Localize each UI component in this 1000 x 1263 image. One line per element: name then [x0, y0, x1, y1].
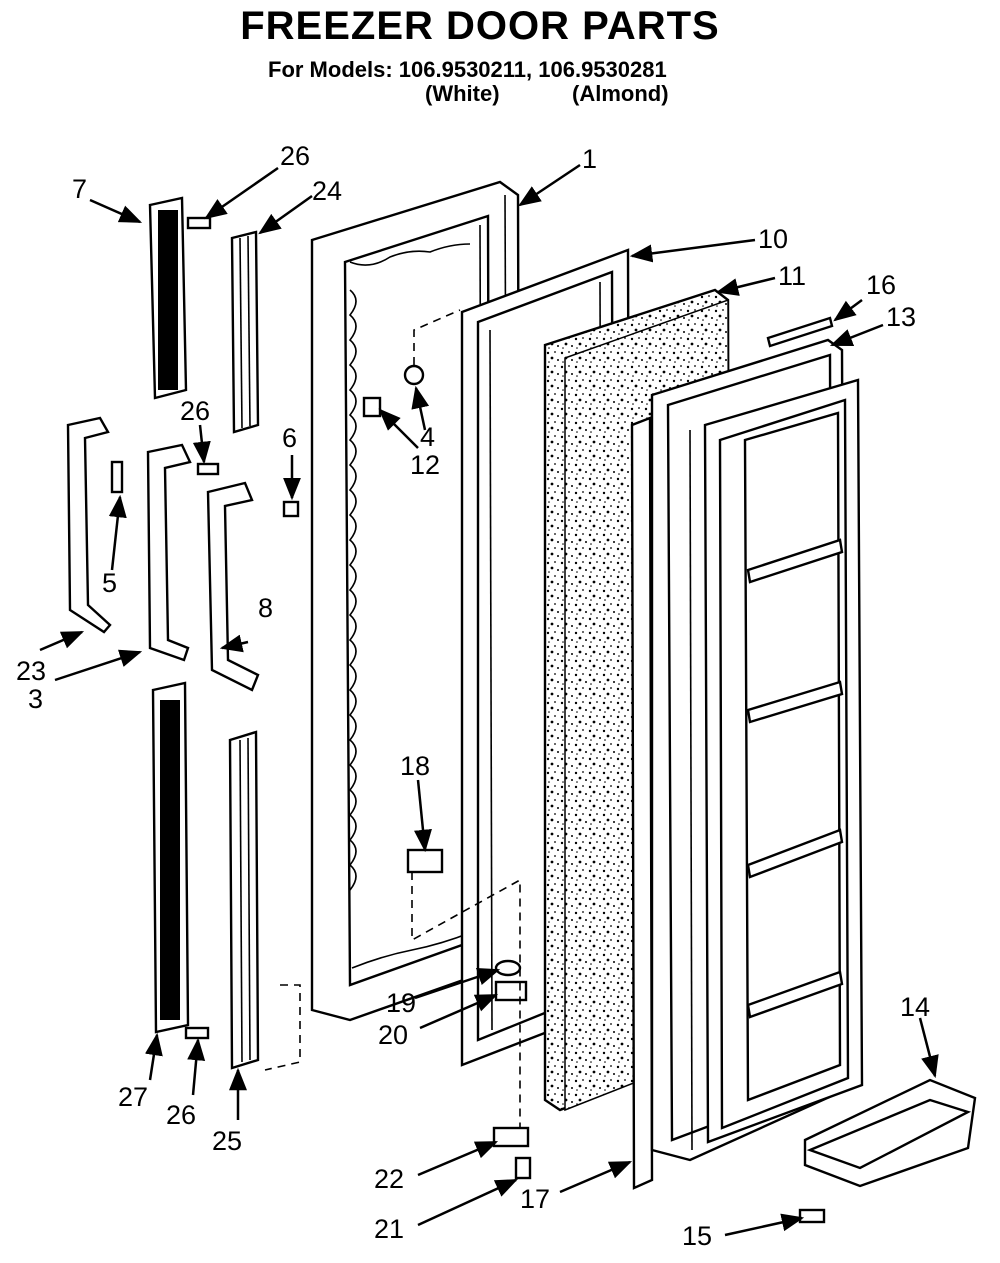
callout-23: 23: [16, 656, 46, 686]
callout-7: 7: [72, 174, 87, 204]
screw-26-lower: [184, 1026, 210, 1040]
callout-27: 27: [118, 1082, 148, 1112]
lower-strip-part: [228, 730, 260, 1070]
color-almond-label: (Almond): [572, 81, 669, 106]
callout-10: 10: [758, 224, 788, 254]
callout-25: 25: [212, 1126, 242, 1156]
part-12-clip: [362, 396, 382, 418]
breaker-strip-part: [630, 416, 654, 1190]
callout-26-middle: 26: [180, 396, 210, 426]
door-shelf-liner-part: [650, 338, 864, 1162]
callout-21: 21: [374, 1214, 404, 1244]
screw-26-middle: [196, 462, 220, 476]
callout-4: 4: [420, 422, 435, 452]
handle-part-8: [206, 481, 260, 692]
callout-11: 11: [778, 261, 806, 291]
callout-26-lower: 26: [166, 1100, 196, 1130]
diagram-title: FREEZER DOOR PARTS: [240, 4, 720, 48]
part-4-plug: [403, 364, 425, 386]
upper-strip-part: [230, 230, 260, 434]
callout-6: 6: [282, 423, 297, 453]
callout-1: 1: [582, 144, 597, 174]
callout-8: 8: [258, 593, 273, 623]
part-5-clip: [110, 460, 124, 494]
handle-part: [146, 443, 192, 662]
lower-trim-part: [151, 681, 190, 1034]
part-6-clip: [282, 500, 300, 518]
color-white-label: (White): [425, 81, 500, 106]
callout-13: 13: [886, 302, 916, 332]
screw-26-upper: [186, 216, 212, 230]
callout-14: 14: [900, 992, 930, 1022]
bottom-bin-part: [803, 1078, 977, 1188]
part-20-bushing: [494, 980, 528, 1002]
callout-19: 19: [386, 988, 416, 1018]
models-line: For Models: 106.9530211, 106.9530281: [268, 57, 667, 82]
callout-15: 15: [682, 1221, 712, 1251]
callout-17: 17: [520, 1184, 550, 1214]
callout-12: 12: [410, 450, 440, 480]
callout-26-upper: 26: [280, 141, 310, 171]
part-22-hinge-plate: [492, 1126, 530, 1148]
callout-5: 5: [102, 568, 117, 598]
part-15-screw: [798, 1208, 826, 1224]
part-21-screw: [514, 1156, 532, 1180]
handle-bracket-part: [66, 416, 112, 634]
upper-trim-part: [148, 196, 188, 400]
part-18-hinge: [406, 848, 444, 874]
callout-22: 22: [374, 1164, 404, 1194]
callout-16: 16: [866, 270, 896, 300]
top-strip-part: [766, 316, 834, 348]
callout-20: 20: [378, 1020, 408, 1050]
callout-24: 24: [312, 176, 342, 206]
callout-18: 18: [400, 751, 430, 781]
part-19-washer: [494, 959, 522, 977]
callout-3: 3: [28, 684, 43, 714]
